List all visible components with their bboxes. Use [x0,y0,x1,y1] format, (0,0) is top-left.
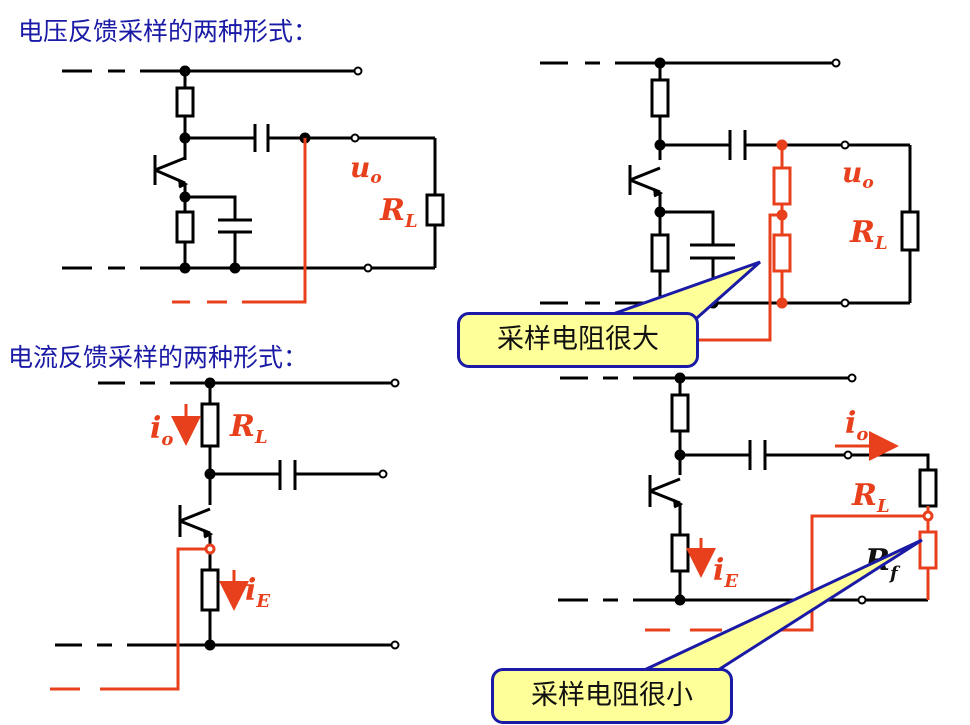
label-RL-1: RL [379,193,418,232]
label-RL-4: RL [851,478,890,517]
label-RL-3: RL [229,409,268,448]
label-uo-2: uo [842,156,874,193]
circuit-voltage-2 [540,57,920,342]
label-uo-1: uo [350,151,382,188]
callout-small-resistor: 采样电阻很小 [491,668,733,724]
heading-current-sampling: 电流反馈采样的两种形式： [8,343,309,372]
label-io-2: io [845,406,868,445]
label-iE-2: iE [713,553,738,592]
heading-voltage-sampling: 电压反馈采样的两种形式： [18,17,319,46]
circuit-voltage-1 [62,65,445,304]
circuit-current-1 [50,377,400,691]
label-io-1: io [150,411,173,450]
label-iE-1: iE [245,573,270,612]
label-RL-2: RL [849,215,888,254]
circuit-current-2 [558,372,938,632]
callout-large-resistor: 采样电阻很大 [457,312,699,368]
